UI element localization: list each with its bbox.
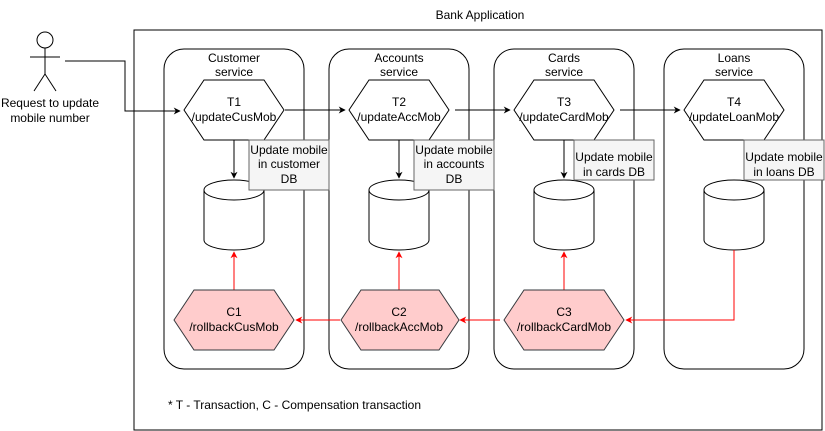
service-lane-cards: Cards service xyxy=(493,48,635,370)
service-name-line2: service xyxy=(215,65,253,79)
compensation-endpoint: /rollbackCardMob xyxy=(517,320,611,334)
note-box-loans: Update mobile in loans DB xyxy=(743,139,825,181)
transaction-id: T1 xyxy=(227,95,241,109)
transaction-node-t4: T4 /updateLoanMob xyxy=(683,79,785,141)
compensation-node-c1: C1 /rollbackCusMob xyxy=(173,289,295,351)
database-icon-cards xyxy=(533,179,595,251)
compensation-id: C3 xyxy=(556,305,572,319)
service-lane-customer: Customer service xyxy=(163,48,305,370)
actor-icon xyxy=(30,31,60,92)
loans-db-to-c3-arrow xyxy=(625,250,735,324)
note-line2: in loans DB xyxy=(753,165,814,179)
compensation-id: C2 xyxy=(391,305,407,319)
diagram-title: Bank Application xyxy=(436,8,525,22)
actor-label-line1: Request to update xyxy=(1,96,99,110)
note-line3: DB xyxy=(281,172,298,186)
note-line2: in accounts xyxy=(424,157,485,171)
transaction-endpoint: /updateAccMob xyxy=(357,110,441,124)
note-box-customer: Update mobile in customer DB xyxy=(248,139,330,191)
compensation-node-c3: C3 /rollbackCardMob xyxy=(503,289,625,351)
service-name-line1: Cards xyxy=(548,51,580,65)
service-name-line2: service xyxy=(545,65,583,79)
note-box-accounts: Update mobile in accounts DB xyxy=(413,139,495,191)
transaction-endpoint: /updateCusMob xyxy=(192,110,277,124)
service-name-line2: service xyxy=(380,65,418,79)
database-icon-loans xyxy=(703,179,765,251)
transaction-node-t3: T3 /updateCardMob xyxy=(513,79,615,141)
transaction-node-t2: T2 /updateAccMob xyxy=(348,79,450,141)
note-line3: DB xyxy=(446,172,463,186)
service-name-line1: Customer xyxy=(208,51,260,65)
service-lane-accounts: Accounts service xyxy=(328,48,470,370)
transaction-node-t1: T1 /updateCusMob xyxy=(183,79,285,141)
footnote: * T - Transaction, C - Compensation tran… xyxy=(168,398,421,412)
service-name-line2: service xyxy=(715,65,753,79)
bank-application-container xyxy=(133,29,823,431)
note-line1: Update mobile xyxy=(250,143,328,157)
note-box-cards: Update mobile in cards DB xyxy=(573,139,655,181)
transaction-id: T2 xyxy=(392,95,406,109)
note-line1: Update mobile xyxy=(575,150,653,164)
transaction-endpoint: /updateLoanMob xyxy=(689,110,779,124)
request-arrow xyxy=(65,60,181,115)
service-name-line1: Accounts xyxy=(374,51,423,65)
compensation-node-c2: C2 /rollbackAccMob xyxy=(340,289,460,351)
note-line1: Update mobile xyxy=(745,150,823,164)
service-name-line1: Loans xyxy=(718,51,751,65)
transaction-id: T4 xyxy=(727,95,741,109)
transaction-id: T3 xyxy=(557,95,571,109)
transaction-endpoint: /updateCardMob xyxy=(519,110,609,124)
compensation-id: C1 xyxy=(226,305,242,319)
database-icon-accounts xyxy=(368,179,430,251)
note-line2: in customer xyxy=(258,157,320,171)
note-line1: Update mobile xyxy=(415,143,493,157)
note-line2: in cards DB xyxy=(583,165,645,179)
actor-label-line2: mobile number xyxy=(10,111,89,125)
compensation-endpoint: /rollbackAccMob xyxy=(355,320,443,334)
compensation-endpoint: /rollbackCusMob xyxy=(189,320,279,334)
service-lane-loans: Loans service xyxy=(663,48,805,370)
